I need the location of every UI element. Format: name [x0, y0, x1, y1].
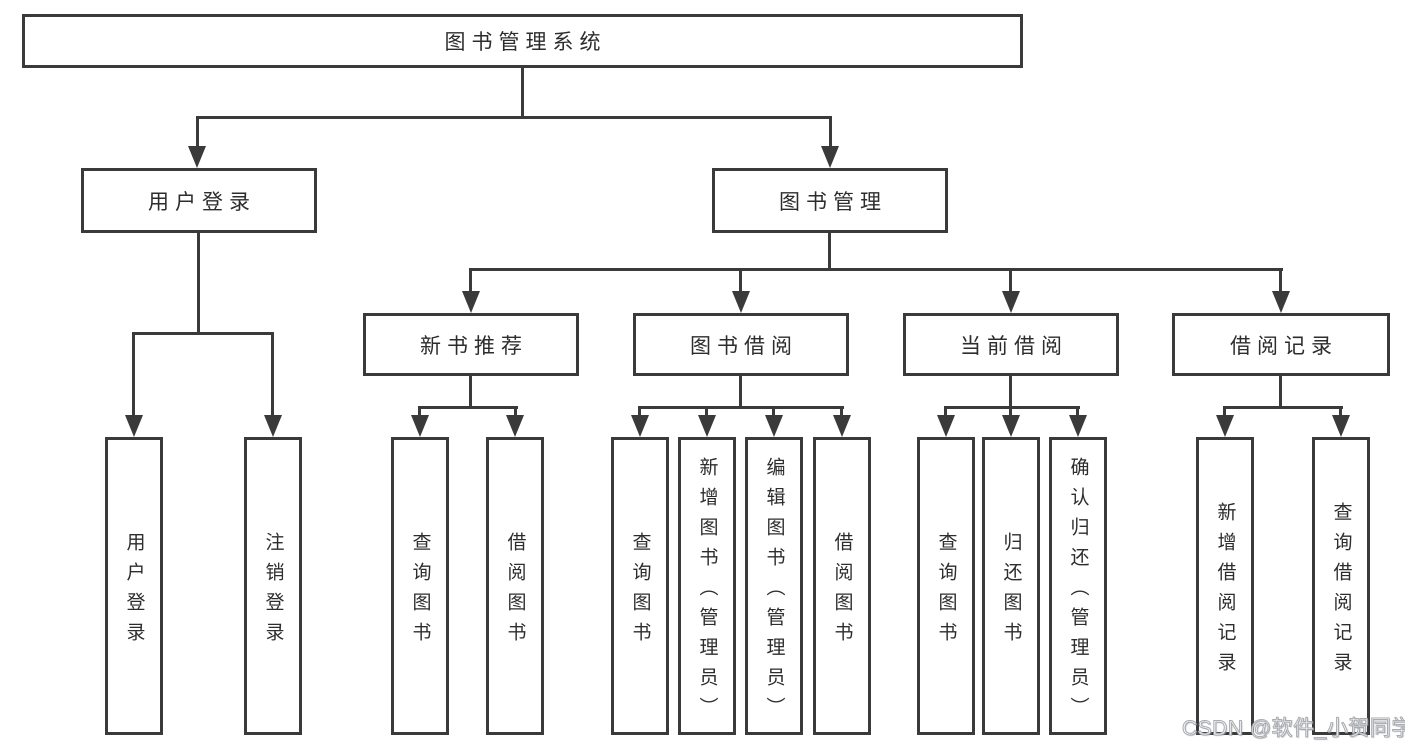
- node-leaf-bb-edit-books: 编辑图书（管理员）: [745, 437, 803, 735]
- connector-user-login-stem: [197, 233, 200, 334]
- connector-to-cb-query: [944, 408, 947, 417]
- arrowhead-down-icon: [1002, 291, 1020, 313]
- connector-to-br-add: [1223, 408, 1226, 417]
- connector-to-cb-confirm: [1076, 408, 1079, 417]
- node-user-login: 用户登录: [81, 168, 317, 233]
- node-leaf-bb-borrow-books: 借阅图书: [813, 437, 871, 735]
- node-leaf-cb-query-books: 查询图书: [917, 437, 975, 735]
- connector-to-br-query: [1339, 408, 1342, 417]
- node-leaf-bb-query-books: 查询图书: [611, 437, 669, 735]
- arrowhead-down-icon: [765, 415, 783, 437]
- connector-to-book-borrow: [739, 270, 742, 291]
- connector-to-bb-query: [638, 408, 641, 417]
- connector-new-book-rec-stem: [469, 375, 472, 408]
- connector-to-rec-borrow: [514, 408, 517, 417]
- node-book-borrow: 图书借阅: [633, 313, 849, 376]
- node-current-borrow: 当前借阅: [903, 313, 1119, 376]
- connector-current-borrow-bar: [944, 406, 1080, 409]
- node-leaf-cb-return-books: 归还图书: [982, 437, 1040, 735]
- arrowhead-down-icon: [462, 291, 480, 313]
- node-leaf-br-query-record: 查询借阅记录: [1312, 437, 1370, 735]
- arrowhead-down-icon: [1332, 415, 1350, 437]
- node-leaf-user-login: 用户登录: [105, 437, 163, 735]
- connector-borrow-records-bar: [1223, 406, 1343, 409]
- connector-root-stem: [521, 68, 524, 118]
- node-leaf-rec-query-books: 查询图书: [391, 437, 449, 735]
- connector-to-borrow-records: [1279, 270, 1282, 291]
- connector-book-borrow-stem: [739, 375, 742, 408]
- connector-root-to-book-mgmt: [829, 118, 832, 146]
- arrowhead-down-icon: [1069, 415, 1087, 437]
- connector-to-new-book-rec: [469, 270, 472, 291]
- watermark-text: CSDN @软件_小贺同学: [1182, 717, 1405, 741]
- node-new-book-rec: 新书推荐: [363, 313, 579, 376]
- connector-to-bb-add: [705, 408, 708, 417]
- connector-to-leaf-logout: [271, 334, 274, 415]
- connector-to-bb-borrow: [840, 408, 843, 417]
- connector-to-rec-query: [418, 408, 421, 417]
- arrowhead-down-icon: [506, 415, 524, 437]
- arrowhead-down-icon: [1216, 415, 1234, 437]
- connector-book-mgmt-bar: [469, 268, 1283, 271]
- arrowhead-down-icon: [631, 415, 649, 437]
- node-leaf-rec-borrow-books: 借阅图书: [486, 437, 544, 735]
- arrowhead-down-icon: [188, 146, 206, 168]
- arrowhead-down-icon: [937, 415, 955, 437]
- connector-book-mgmt-stem: [828, 233, 831, 270]
- connector-to-cb-return: [1009, 408, 1012, 417]
- arrowhead-down-icon: [1002, 415, 1020, 437]
- node-root: 图书管理系统: [22, 14, 1023, 68]
- connector-to-leaf-user-login: [132, 334, 135, 415]
- arrowhead-down-icon: [698, 415, 716, 437]
- connector-to-current-borrow: [1009, 270, 1012, 291]
- connector-root-to-user-login: [196, 118, 199, 146]
- arrowhead-down-icon: [833, 415, 851, 437]
- arrowhead-down-icon: [411, 415, 429, 437]
- connector-root-bar: [196, 116, 832, 119]
- node-borrow-records: 借阅记录: [1172, 313, 1390, 376]
- connector-new-book-rec-bar: [418, 406, 518, 409]
- node-leaf-br-add-record: 新增借阅记录: [1196, 437, 1254, 735]
- node-leaf-bb-add-books: 新增图书（管理员）: [678, 437, 736, 735]
- arrowhead-down-icon: [732, 291, 750, 313]
- arrowhead-down-icon: [125, 415, 143, 437]
- node-leaf-logout: 注销登录: [244, 437, 302, 735]
- connector-book-borrow-bar: [638, 406, 844, 409]
- arrowhead-down-icon: [821, 146, 839, 168]
- node-book-mgmt: 图书管理: [712, 168, 948, 233]
- connector-borrow-records-stem: [1279, 375, 1282, 408]
- connector-current-borrow-stem: [1009, 375, 1012, 408]
- node-leaf-cb-confirm-return: 确认归还（管理员）: [1049, 437, 1107, 735]
- arrowhead-down-icon: [264, 415, 282, 437]
- connector-to-bb-edit: [772, 408, 775, 417]
- arrowhead-down-icon: [1272, 291, 1290, 313]
- connector-user-login-bar: [132, 332, 274, 335]
